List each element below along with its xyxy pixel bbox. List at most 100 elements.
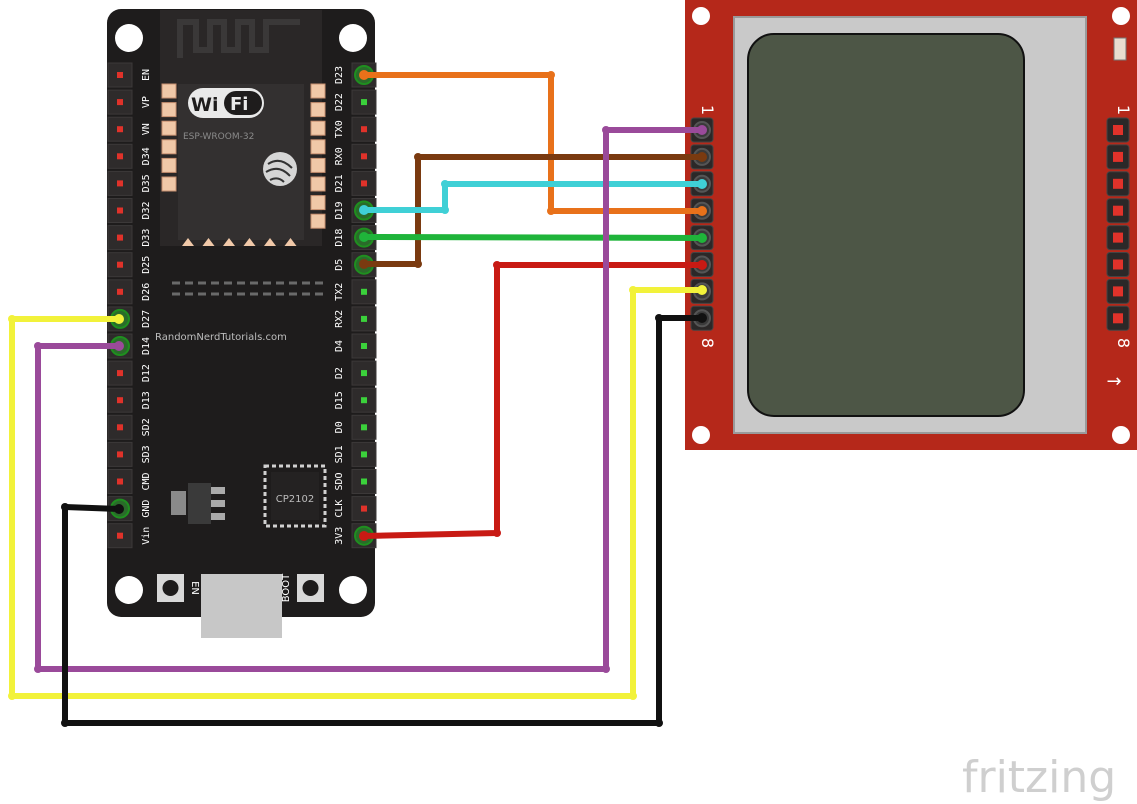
pin-label-right-d19: D19 bbox=[334, 201, 345, 219]
pin-label-right-rx2: RX2 bbox=[334, 310, 345, 328]
pin-right-rx0[interactable]: RX0 bbox=[334, 143, 377, 169]
wire-endpoints bbox=[8, 70, 707, 727]
pin-right-clk[interactable]: CLK bbox=[334, 496, 377, 522]
en-button[interactable] bbox=[157, 574, 184, 602]
silk-text: RandomNerdTutorials.com bbox=[155, 332, 287, 343]
pin-left-d26[interactable]: D26 bbox=[107, 279, 152, 305]
lcd-mount-hole-tr bbox=[1112, 7, 1130, 25]
pin-right-sdo[interactable]: SDO bbox=[334, 469, 377, 494]
lcd-pin-right-8[interactable] bbox=[1106, 305, 1130, 331]
wire-d23-to-lcd-din-node bbox=[697, 206, 707, 216]
pin-right-tx2[interactable]: TX2 bbox=[334, 279, 377, 305]
pin-left-vn[interactable]: VN bbox=[107, 116, 152, 142]
wire-d14-to-lcd-rst-node bbox=[114, 341, 124, 351]
wire-d14-to-lcd-rst-node bbox=[697, 125, 707, 135]
pin-label-right-d18: D18 bbox=[334, 229, 345, 247]
lcd-pin1-label-left: 1 bbox=[698, 105, 717, 115]
wire-gnd-to-lcd-gnd-node bbox=[655, 719, 663, 727]
pin-left-vin[interactable]: Vin bbox=[107, 523, 152, 549]
wire-d18-to-lcd-clk-node bbox=[697, 233, 707, 243]
wire-d23-to-lcd-din[interactable] bbox=[364, 72, 702, 214]
esp32-mount-hole-br bbox=[339, 576, 367, 604]
wire-d19-to-lcd-dc-node bbox=[441, 180, 449, 188]
pin-right-rx2[interactable]: RX2 bbox=[334, 306, 377, 332]
pin-label-left-sd2: SD2 bbox=[141, 418, 152, 436]
pin-label-left-sd3: SD3 bbox=[141, 445, 152, 463]
lcd-pin-right-6[interactable] bbox=[1106, 252, 1130, 277]
wire-d19-to-lcd-dc[interactable] bbox=[364, 181, 702, 213]
pin-left-sd2[interactable]: SD2 bbox=[107, 414, 152, 440]
pin-label-left-vin: Vin bbox=[141, 527, 152, 545]
pin-label-right-d22: D22 bbox=[334, 93, 345, 111]
pin-right-d21[interactable]: D21 bbox=[334, 170, 377, 196]
module-pad bbox=[310, 102, 326, 118]
pin-label-left-d25: D25 bbox=[141, 256, 152, 274]
cp2102-chip: CP2102 bbox=[263, 464, 327, 528]
pin-left-vp[interactable]: VP bbox=[107, 89, 152, 115]
pin-left-d25[interactable]: D25 bbox=[107, 252, 152, 278]
wire-d23-to-lcd-din-node bbox=[359, 70, 369, 80]
boot-button[interactable] bbox=[297, 574, 324, 602]
lcd-pin-right-1[interactable] bbox=[1106, 117, 1130, 143]
pin-right-d0[interactable]: D0 bbox=[334, 414, 377, 440]
pin-right-d2[interactable]: D2 bbox=[334, 360, 377, 386]
module-pad bbox=[161, 83, 177, 99]
lcd-right-header bbox=[1106, 117, 1130, 331]
pin-left-cmd[interactable]: CMD bbox=[107, 469, 152, 494]
wire-d23-to-lcd-din-node bbox=[547, 71, 555, 79]
lcd-pin8-label-left: 8 bbox=[698, 338, 717, 348]
en-button-label: EN bbox=[189, 581, 200, 595]
lcd-module: 1 8 1 8 → bbox=[685, 0, 1137, 450]
wifi-logo-fi-text: Fi bbox=[230, 94, 248, 115]
lcd-pin-right-7[interactable] bbox=[1106, 278, 1130, 304]
pin-left-sd3[interactable]: SD3 bbox=[107, 441, 152, 467]
pin-left-d33[interactable]: D33 bbox=[107, 225, 152, 251]
wifi-logo: Wi Fi bbox=[188, 88, 264, 118]
lcd-pin-right-3[interactable] bbox=[1106, 171, 1130, 197]
pin-right-d22[interactable]: D22 bbox=[334, 89, 377, 115]
pin-right-d4[interactable]: D4 bbox=[334, 333, 377, 359]
pin-right-tx0[interactable]: TX0 bbox=[334, 116, 377, 142]
lcd-pin-right-2[interactable] bbox=[1106, 144, 1130, 170]
pin-left-en[interactable]: EN bbox=[107, 62, 152, 88]
pin-label-right-tx0: TX0 bbox=[334, 120, 345, 138]
lcd-pin-right-4[interactable] bbox=[1106, 198, 1130, 224]
pin-left-d34[interactable]: D34 bbox=[107, 143, 152, 169]
pin-right-d15[interactable]: D15 bbox=[334, 387, 377, 413]
wire-d27-to-lcd-bl[interactable] bbox=[9, 287, 702, 699]
voltage-regulator bbox=[171, 483, 225, 524]
pin-label-left-d12: D12 bbox=[141, 364, 152, 382]
wire-gnd-to-lcd-gnd[interactable] bbox=[62, 315, 702, 726]
module-pad bbox=[223, 238, 235, 246]
wire-d27-to-lcd-bl-node bbox=[114, 314, 124, 324]
module-pad bbox=[310, 176, 326, 192]
pin-label-left-d35: D35 bbox=[141, 174, 152, 192]
pin-left-d13[interactable]: D13 bbox=[107, 387, 152, 413]
lcd-pin8-label-right: 8 bbox=[1114, 338, 1133, 348]
wire-d27-to-lcd-bl-node bbox=[697, 285, 707, 295]
wire-3v3-to-lcd-vcc[interactable] bbox=[363, 262, 702, 539]
pin-label-left-d13: D13 bbox=[141, 391, 152, 409]
pin-right-sd1[interactable]: SD1 bbox=[334, 441, 377, 467]
wire-gnd-to-lcd-gnd-node bbox=[655, 314, 663, 322]
pin-label-right-d23: D23 bbox=[334, 66, 345, 84]
lcd-pin-right-5[interactable] bbox=[1106, 225, 1130, 251]
wire-d14-to-lcd-rst[interactable] bbox=[35, 127, 702, 672]
pin-label-right-d21: D21 bbox=[334, 174, 345, 192]
lcd-smd-component bbox=[1113, 37, 1127, 61]
pin-left-d12[interactable]: D12 bbox=[107, 360, 152, 386]
pin-label-left-gnd: GND bbox=[141, 500, 152, 518]
wire-d14-to-lcd-rst-node bbox=[602, 665, 610, 673]
pin-label-left-cmd: CMD bbox=[141, 472, 152, 490]
module-pad bbox=[161, 176, 177, 192]
esp32-board: Wi Fi ESP-WROOM-32 RandomNerdTutorials.c… bbox=[107, 9, 377, 638]
lcd-pin-left-1[interactable] bbox=[690, 117, 714, 143]
pin-left-d32[interactable]: D32 bbox=[107, 198, 152, 223]
pin-label-left-d14: D14 bbox=[141, 337, 152, 355]
pin-left-d35[interactable]: D35 bbox=[107, 170, 152, 196]
wire-gnd-to-lcd-gnd-node bbox=[61, 503, 69, 511]
wire-d18-to-lcd-clk-node bbox=[359, 232, 369, 242]
wire-d18-to-lcd-clk[interactable] bbox=[363, 234, 703, 241]
module-pad bbox=[264, 238, 276, 246]
esp32-mount-hole-tr bbox=[339, 24, 367, 52]
